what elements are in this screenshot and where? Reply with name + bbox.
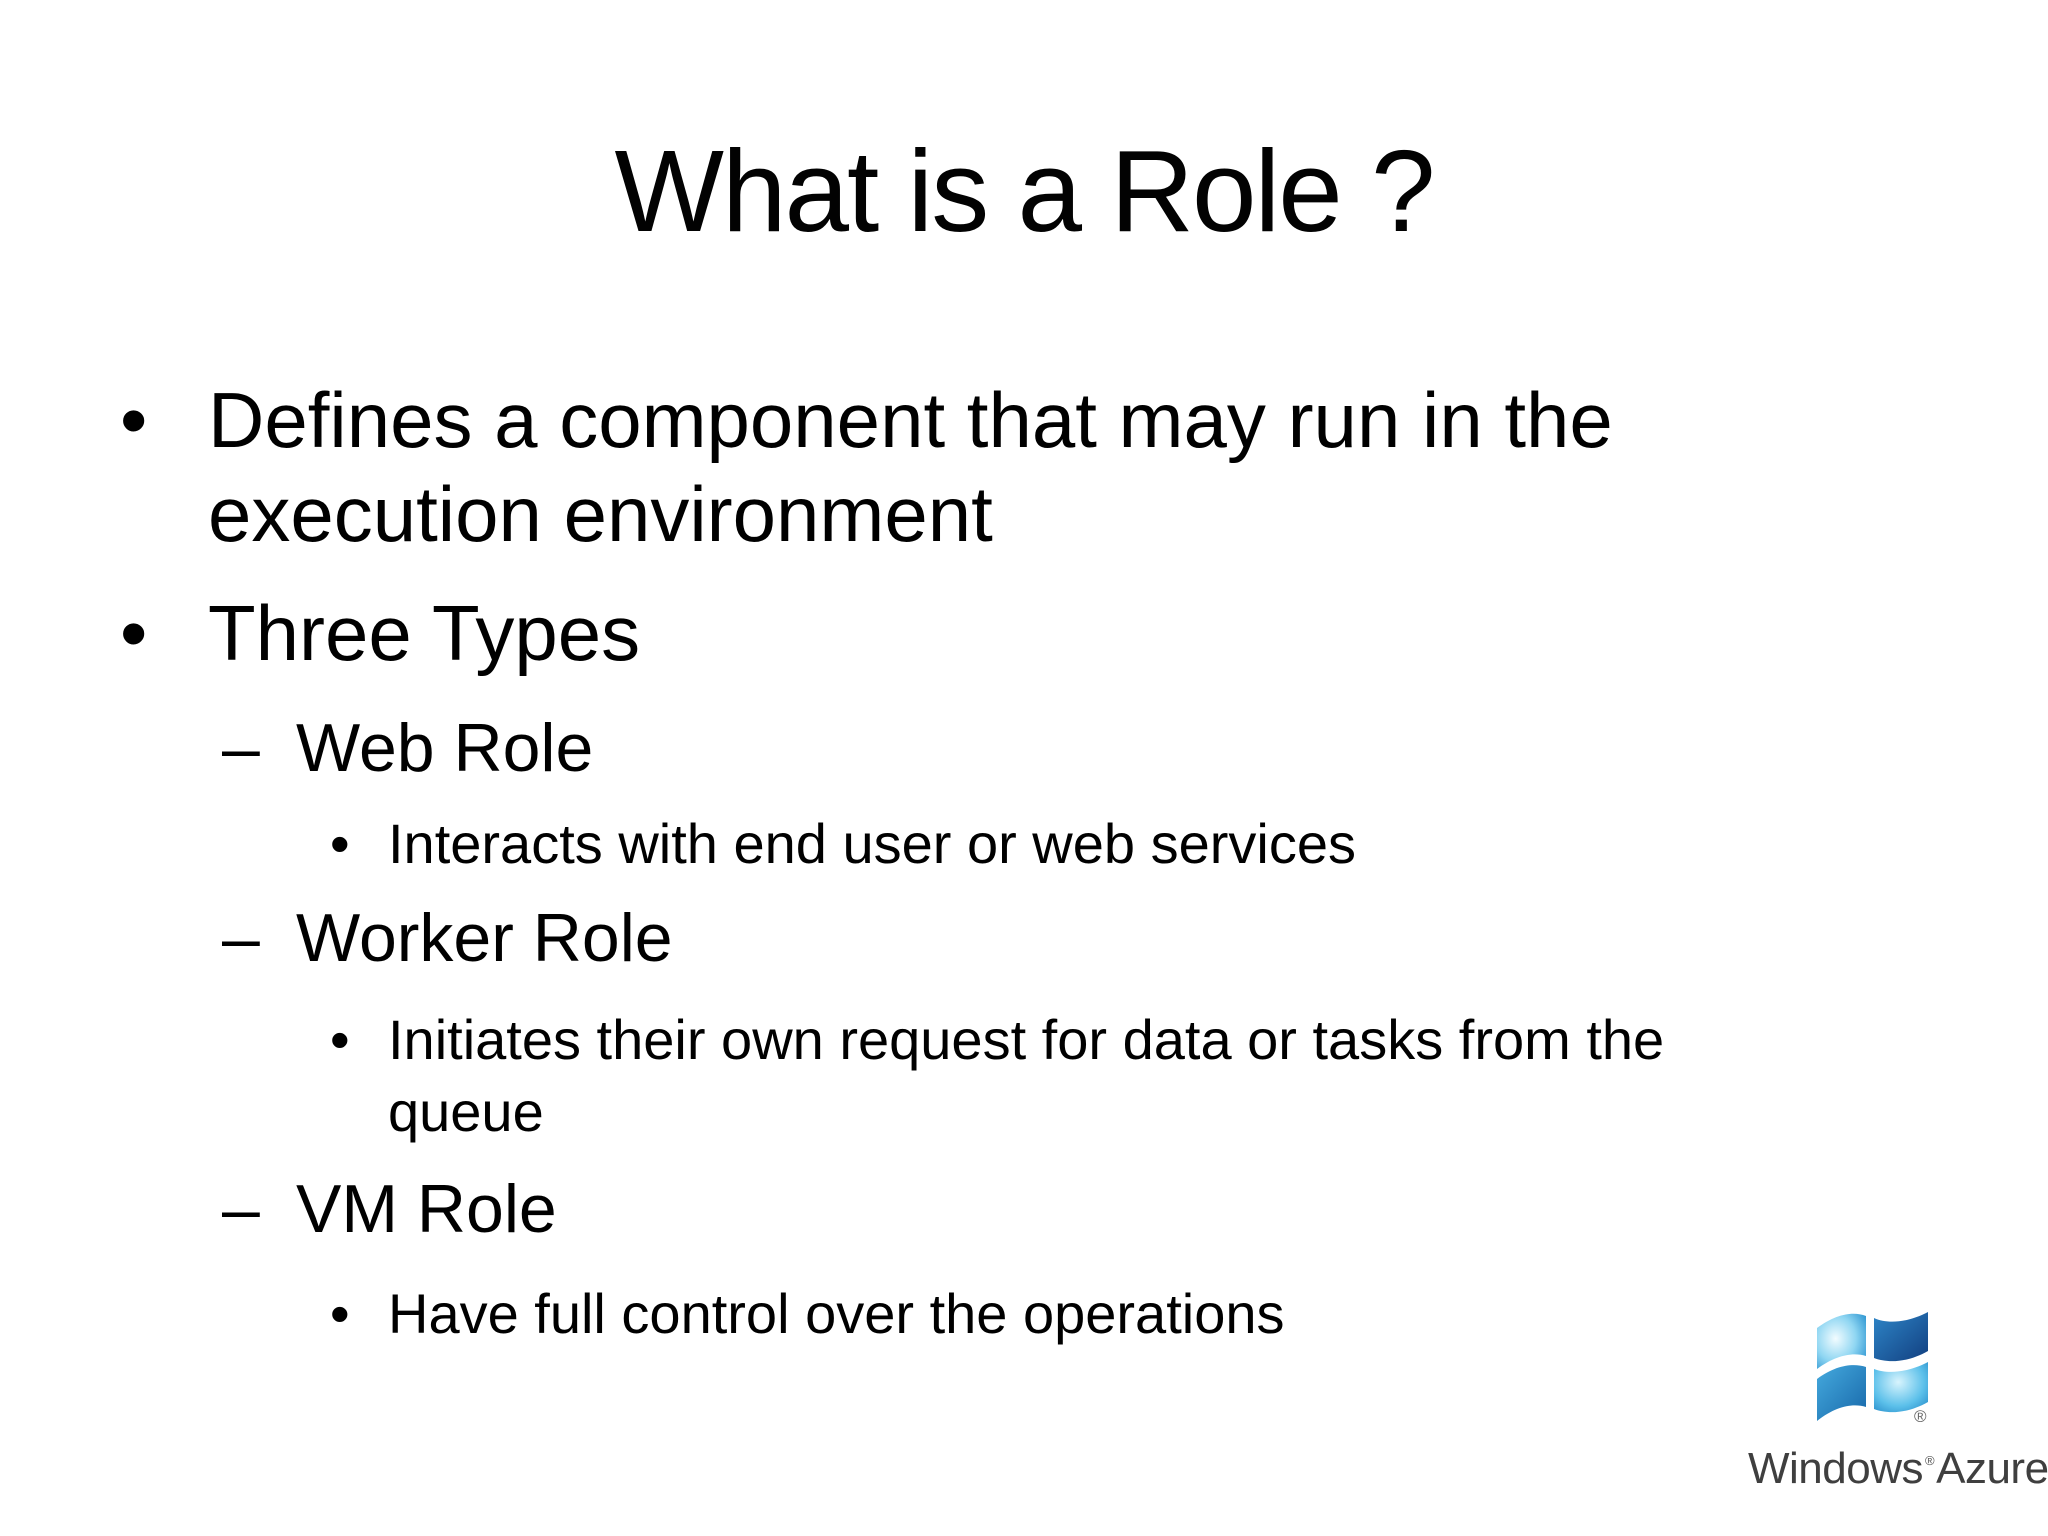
- registered-mark: ®: [1914, 1407, 1927, 1426]
- bullet-dot-icon: •: [330, 1008, 350, 1071]
- bullet-item-level1: • Defines a component that may run in th…: [0, 373, 2048, 561]
- bullet-text: Have full control over the operations: [388, 1282, 1285, 1345]
- bullet-dash-icon: –: [222, 710, 260, 786]
- bullet-text: Initiates their own request for data or …: [388, 1008, 1665, 1143]
- bullet-item-level3: • Initiates their own request for data o…: [0, 1004, 2048, 1148]
- bullet-item-level3: • Have full control over the operations: [0, 1278, 2048, 1350]
- slide-body: • Defines a component that may run in th…: [0, 373, 2048, 1350]
- slide-title: What is a Role ?: [614, 126, 1435, 256]
- bullet-item-level1: • Three Types: [0, 586, 2048, 680]
- bullet-text: Interacts with end user or web services: [388, 812, 1356, 875]
- bullet-item-level2: – VM Role: [0, 1167, 2048, 1251]
- bullet-item-level2: – Worker Role: [0, 896, 2048, 980]
- bullet-dash-icon: –: [222, 900, 260, 976]
- brand-azure: Azure: [1936, 1444, 2048, 1493]
- bullet-text: Web Role: [296, 710, 594, 786]
- bullet-text: Defines a component that may run in the …: [208, 376, 1613, 558]
- bullet-item-level3: • Interacts with end user or web service…: [0, 808, 2048, 880]
- bullet-text: Three Types: [208, 589, 641, 677]
- bullet-text: VM Role: [296, 1171, 557, 1247]
- brand-windows: Windows: [1748, 1444, 1924, 1493]
- windows-azure-logo-text: Windows®Azure™: [1748, 1444, 2048, 1493]
- bullet-item-level2: – Web Role: [0, 706, 2048, 790]
- bullet-dot-icon: •: [330, 812, 350, 875]
- bullet-dot-icon: •: [330, 1282, 350, 1345]
- bullet-dot-icon: •: [120, 589, 148, 677]
- bullet-dot-icon: •: [120, 376, 148, 464]
- windows-flag-icon: [1817, 1312, 1928, 1421]
- bullet-text: Worker Role: [296, 900, 673, 976]
- registered-mark: ®: [1925, 1453, 1935, 1468]
- bullet-dash-icon: –: [222, 1171, 260, 1247]
